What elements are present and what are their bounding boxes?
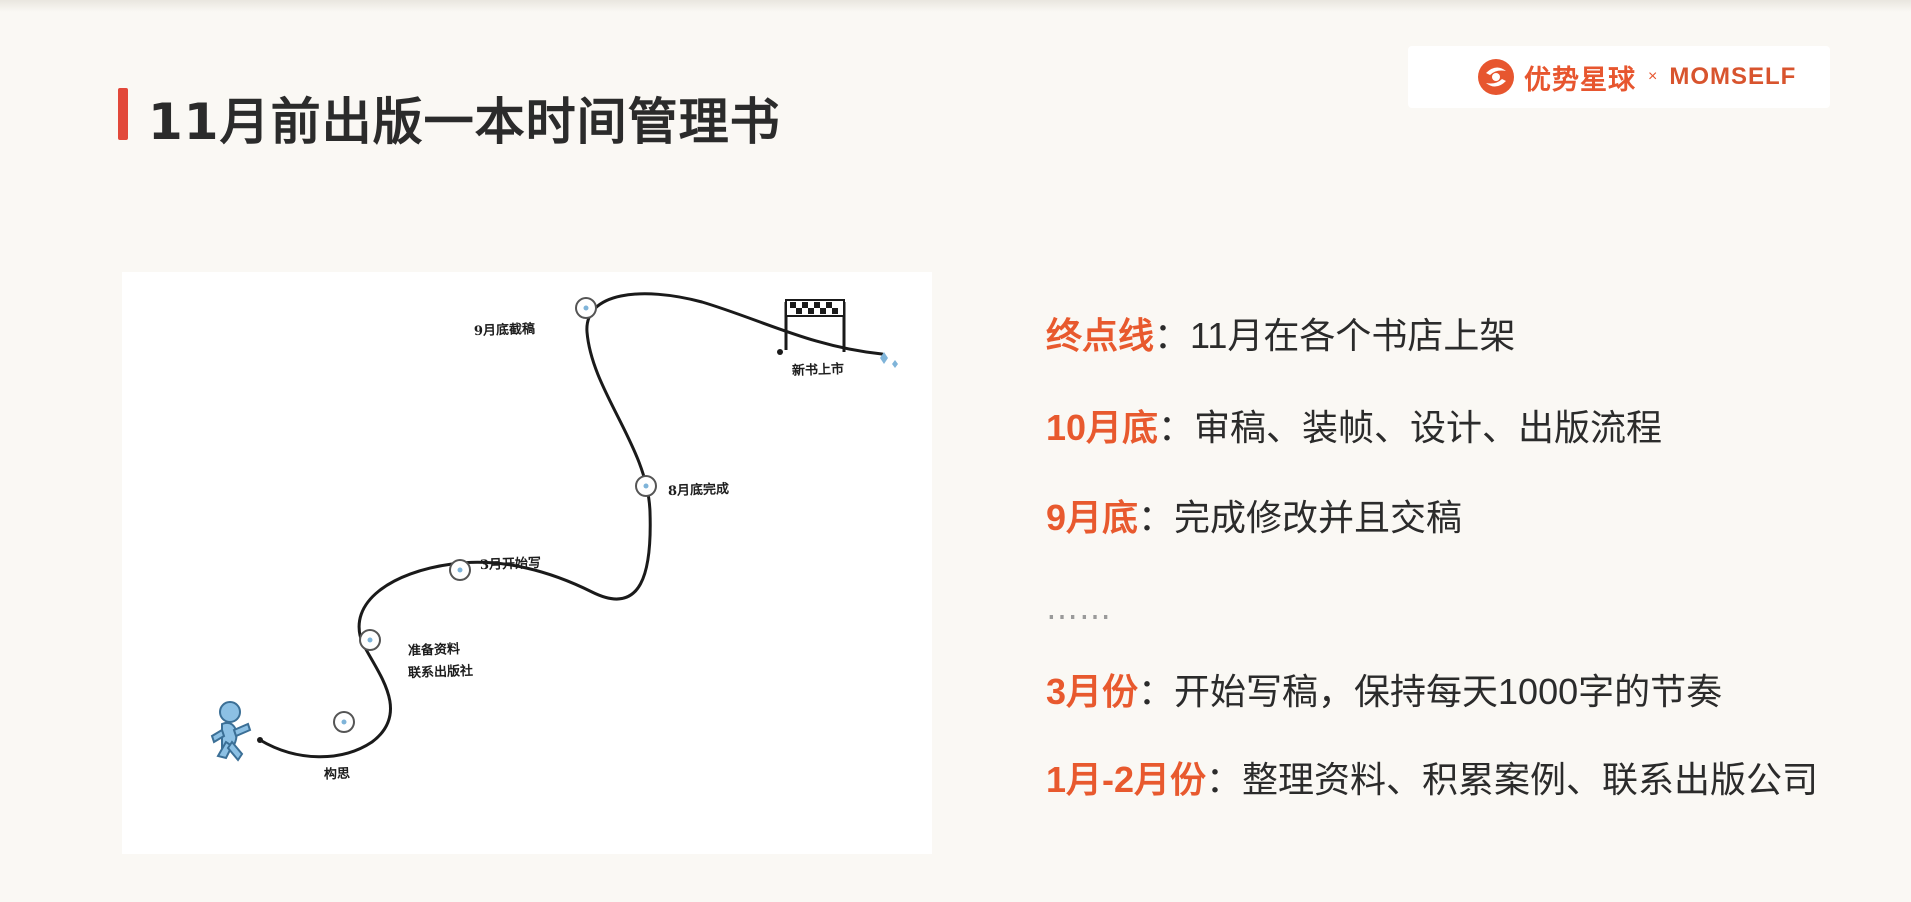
title-accent-bar	[118, 88, 128, 140]
timeline-list: 终点线：11月在各个书店上架 10月底：审稿、装帧、设计、出版流程 9月底：完成…	[1046, 0, 1866, 902]
timeline-key: 10月底	[1046, 407, 1159, 448]
timeline-ellipsis: ……	[1046, 589, 1112, 627]
brand-name-en: MOMSELF	[1669, 63, 1797, 90]
timeline-text: ：开始写稿，保持每天1000字的节奏	[1138, 671, 1723, 712]
label-materials-2: 联系出版社	[407, 663, 474, 682]
sparkle-icon	[880, 352, 898, 368]
brand-name-cn: 优势星球	[1524, 64, 1636, 95]
map-pin-icon	[448, 558, 472, 582]
timeline-key: 1月-2月份	[1046, 759, 1207, 800]
roadmap-path	[210, 292, 898, 762]
timeline-item: 3月份：开始写稿，保持每天1000字的节奏	[1046, 670, 1722, 714]
roadmap-illustration: 构思 准备资料 联系出版社 3月开始写 8月底完成 9月底截稿 新书上市	[122, 272, 932, 854]
label-march: 3月开始写	[479, 555, 542, 574]
label-materials-1: 准备资料	[407, 642, 461, 659]
label-start: 构思	[323, 766, 351, 783]
timeline-item: 终点线：11月在各个书店上架	[1046, 314, 1515, 358]
runner-icon	[210, 701, 252, 762]
timeline-item: 10月底：审稿、装帧、设计、出版流程	[1046, 406, 1662, 450]
map-pin-icon	[634, 474, 658, 498]
brand-separator: ×	[1648, 68, 1658, 85]
label-august: 8月底完成	[667, 481, 730, 500]
map-pin-icon	[574, 296, 598, 320]
timeline-text: ：11月在各个书店上架	[1154, 315, 1516, 356]
map-pin-icon	[332, 710, 356, 734]
timeline-key: 9月底	[1046, 497, 1139, 538]
brand-swirl-icon	[1478, 59, 1514, 95]
label-finish: 新书上市	[791, 362, 845, 379]
top-edge	[0, 0, 1911, 12]
timeline-text: ：完成修改并且交稿	[1138, 497, 1463, 538]
finish-gate-icon	[784, 299, 846, 352]
brand-logo: 优势星球 × MOMSELF	[1408, 46, 1830, 108]
map-pin-icon	[358, 628, 382, 652]
page-title: 11月前出版一本时间管理书	[148, 93, 781, 151]
timeline-key: 3月份	[1046, 671, 1139, 712]
timeline-text: ：审稿、装帧、设计、出版流程	[1158, 407, 1663, 448]
timeline-text: ：整理资料、积累案例、联系出版公司	[1206, 759, 1819, 800]
label-september: 9月底截稿	[473, 321, 536, 340]
timeline-item: 1月-2月份：整理资料、积累案例、联系出版公司	[1046, 758, 1818, 802]
timeline-key: 终点线	[1046, 315, 1155, 356]
timeline-item: 9月底：完成修改并且交稿	[1046, 496, 1462, 540]
